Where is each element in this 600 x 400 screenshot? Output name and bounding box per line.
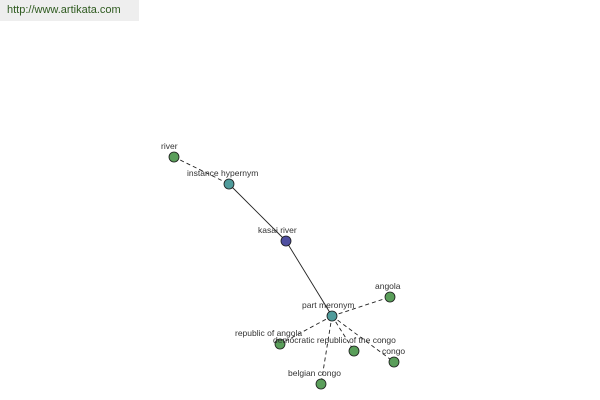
label-belgian-congo: belgian congo [288, 368, 341, 378]
edge-instance-hypernym-kasai-river [228, 183, 287, 242]
edge-part-meronym-congo [331, 315, 395, 363]
watermark-url[interactable]: http://www.artikata.com [7, 4, 121, 16]
label-kasai-river: kasai river [258, 225, 297, 235]
label-part-meronym: part meronym [302, 300, 354, 310]
node-kasai-river[interactable] [280, 235, 292, 247]
node-republic-of-angola[interactable] [274, 338, 286, 350]
edge-kasai-river-part-meronym [285, 240, 333, 317]
node-democratic-republic-of-the-congo[interactable] [348, 345, 360, 357]
node-part-meronym[interactable] [326, 310, 338, 322]
node-angola[interactable] [384, 291, 396, 303]
edge-river-instance-hypernym [173, 156, 230, 185]
node-belgian-congo[interactable] [315, 378, 327, 390]
node-river[interactable] [168, 151, 180, 163]
label-angola: angola [375, 281, 401, 291]
edge-part-meronym-belgian-congo [320, 315, 333, 385]
graph-nodes [168, 151, 400, 390]
edge-part-meronym-angola [331, 296, 391, 317]
label-congo: congo [382, 346, 405, 356]
graph-edges [173, 156, 395, 385]
edge-part-meronym-democratic-republic-of-the-congo [331, 315, 355, 352]
watermark-badge: http://www.artikata.com [0, 0, 139, 21]
label-republic-of-angola: republic of angola [235, 328, 302, 338]
graph-labels: river instance hypernym kasai river part… [161, 141, 405, 378]
edge-part-meronym-republic-of-angola [279, 315, 333, 345]
label-democratic-republic-of-the-congo: democratic republic of the congo [273, 335, 396, 345]
node-congo[interactable] [388, 356, 400, 368]
label-river: river [161, 141, 178, 151]
label-instance-hypernym: instance hypernym [187, 168, 258, 178]
node-instance-hypernym[interactable] [223, 178, 235, 190]
